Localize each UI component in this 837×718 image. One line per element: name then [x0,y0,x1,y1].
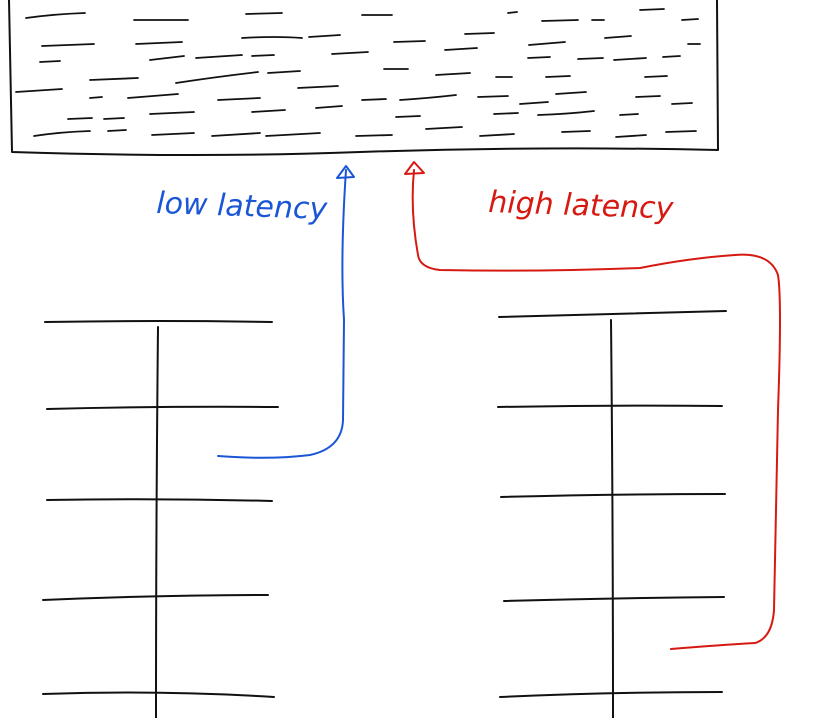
left-buffer-row-line [42,691,275,698]
right-buffer-column-divider [610,319,614,718]
left-buffer-row-line [46,405,279,410]
high-latency-label: high latency [488,185,675,226]
right-buffer [497,310,727,718]
high-latency-arrowhead [404,161,425,175]
memory-block-outline [8,0,719,156]
high-latency-arrow [404,161,781,650]
left-buffer-row-line [42,594,269,601]
right-buffer-row-line [498,310,727,318]
right-buffer-row-line [499,691,723,698]
right-buffer-row-line [503,596,725,602]
left-buffer-row-line [46,498,273,502]
memory-block [8,0,719,156]
low-latency-arrow [217,165,355,459]
low-latency-arrowhead [336,165,355,179]
right-buffer-row-line [500,493,726,498]
high-latency-path [411,169,781,650]
memory-block-data-dashes [15,8,701,138]
low-latency-label: low latency [156,186,329,227]
right-buffer-row-line [497,404,723,408]
left-buffer-column-divider [155,326,159,718]
left-buffer [42,320,279,718]
low-latency-path [217,169,347,459]
left-buffer-row-line [44,320,273,323]
